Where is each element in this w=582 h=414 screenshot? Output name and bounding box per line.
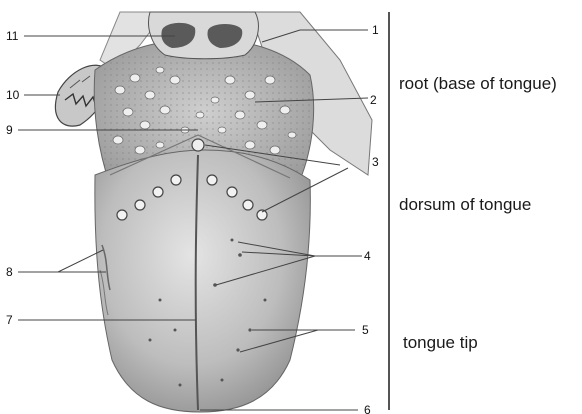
region-divider — [388, 12, 390, 410]
region-label-dorsum: dorsum of tongue — [399, 195, 531, 215]
label-8: 8 — [6, 265, 13, 279]
label-3: 3 — [372, 155, 379, 169]
label-1: 1 — [372, 23, 379, 37]
label-10: 10 — [6, 88, 20, 102]
label-6: 6 — [364, 403, 371, 414]
epiglottis-valleculae — [149, 12, 259, 59]
label-5: 5 — [362, 323, 369, 337]
region-label-tip: tongue tip — [403, 333, 478, 353]
leader-8b — [58, 250, 103, 272]
label-2: 2 — [370, 93, 377, 107]
region-label-root: root (base of tongue) — [399, 74, 557, 94]
foramen-caecum — [192, 139, 204, 151]
label-7: 7 — [6, 313, 13, 327]
label-4: 4 — [364, 249, 371, 263]
tongue-body — [95, 150, 310, 412]
label-11: 11 — [6, 29, 19, 43]
label-9: 9 — [6, 123, 13, 137]
